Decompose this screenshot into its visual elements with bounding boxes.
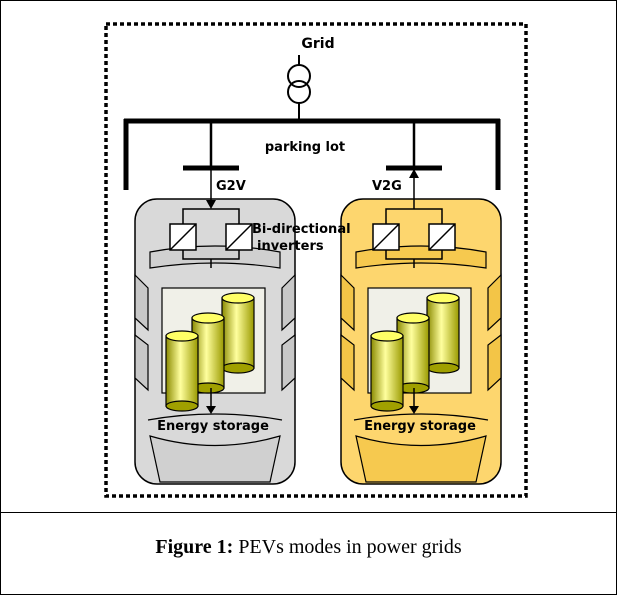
system-boundary [104,22,528,498]
caption-divider [0,512,617,513]
arrow-down-icon [409,388,419,414]
pev-modes-diagram: Grid parking lot [104,22,528,498]
parking-lot-label: parking lot [265,140,345,155]
arrow-down-icon [206,388,216,414]
inverters-label-line1: Bi-directional [252,222,351,237]
inverter-icon [428,223,456,251]
g2v-label: G2V [216,179,246,194]
inverter-icon [225,223,253,251]
energy-storage-label-right: Energy storage [364,419,476,434]
caption-label: Figure 1: [155,536,234,558]
figure-caption: Figure 1: PEVs modes in power grids [0,536,617,559]
energy-storage-label-left: Energy storage [157,419,269,434]
grid-label: Grid [301,36,334,52]
inverters-label-line2: inverters [257,239,324,254]
inverter-icon [169,223,197,251]
caption-text: PEVs modes in power grids [233,536,462,558]
inverter-icon [372,223,400,251]
busbar [123,118,501,190]
transformer-icon [287,55,311,121]
v2g-label: V2G [372,179,402,194]
